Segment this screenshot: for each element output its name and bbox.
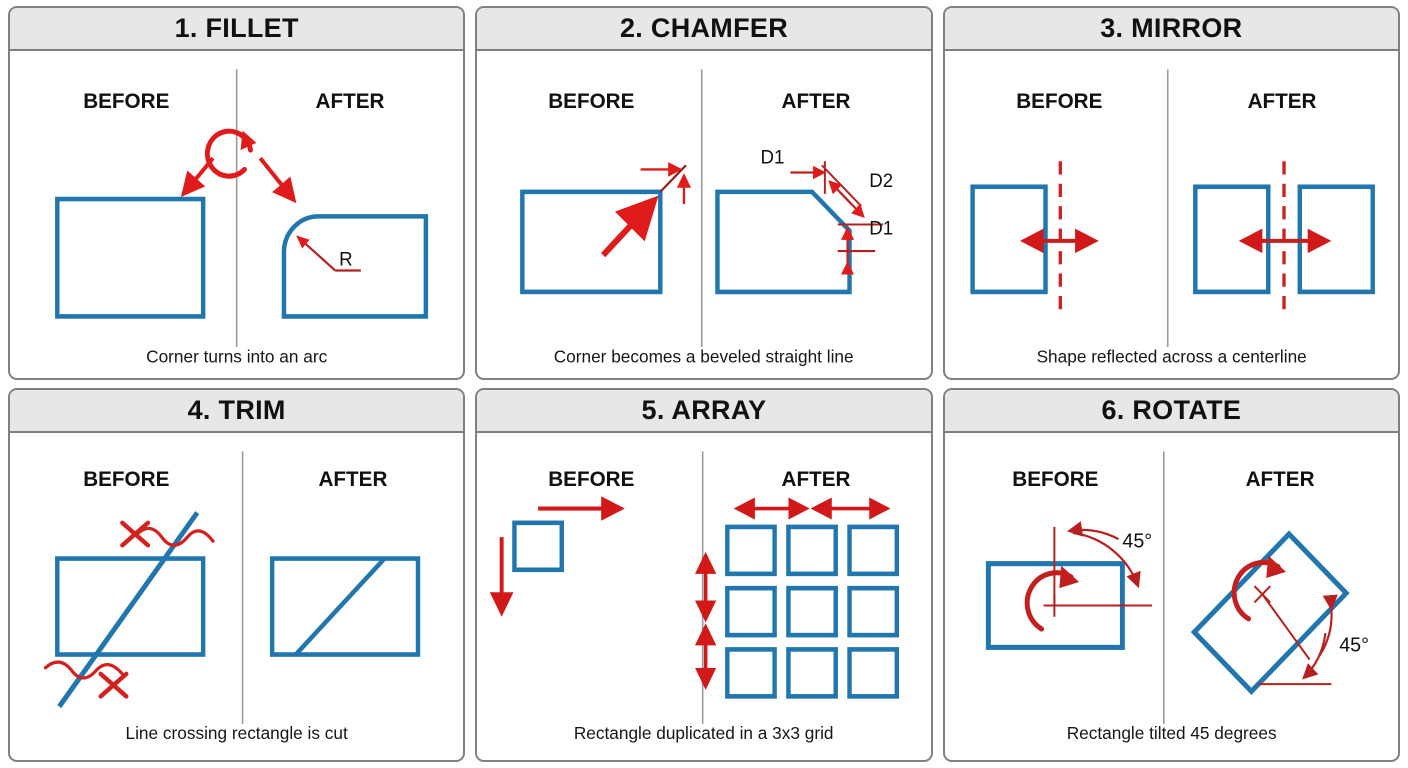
rotate-after-angle-label: 45° [1339,634,1369,656]
fillet-after-rect [281,214,429,320]
label-before: BEFORE [83,468,169,491]
label-before: BEFORE [1016,90,1102,113]
panel-caption-mirror: Shape reflected across a centerline [1036,346,1306,366]
rotate-after-center-mark [1253,585,1271,604]
panel-fillet: 1. FILLET BEFORE AFTER [8,6,466,380]
chamfer-d1-right-label: D1 [870,219,894,240]
panel-body-trim: BEFORE AFTER [10,433,463,760]
chamfer-before-rect [520,189,663,295]
array-cell [725,647,778,700]
fillet-radius-leader [296,235,361,272]
array-before-rect [512,520,565,573]
chamfer-d2-dim [821,164,866,219]
array-cell [786,647,839,700]
panel-array: 5. ARRAY BEFORE AFTER [475,388,933,762]
panel-rotate: 6. ROTATE BEFORE AFTER [942,388,1400,762]
panel-trim: 4. TRIM BEFORE AFTER [8,388,466,762]
label-after: AFTER [782,468,851,491]
label-after: AFTER [782,90,851,113]
panel-title-trim: 4. TRIM [10,390,464,434]
trim-before-rect [55,556,206,658]
label-after: AFTER [316,90,385,113]
array-cell [847,647,900,700]
panel-chamfer: 2. CHAMFER BEFORE AFTER [475,6,933,380]
array-after-grid [725,524,900,700]
panel-body-mirror: BEFORE AFTER Shape reflected across a ce… [945,51,1398,378]
fillet-arrow-left [180,157,215,198]
panel-caption-rotate: Rectangle tilted 45 degrees [1066,723,1276,743]
panel-body-rotate: BEFORE AFTER [945,433,1398,760]
label-after: AFTER [1247,90,1316,113]
panel-title-fillet: 1. FILLET [10,8,464,52]
array-cell [786,524,839,577]
rotate-after-ref-line [1261,594,1311,661]
trim-waste-marker-top [120,520,215,548]
chamfer-d1-top-label: D1 [761,147,785,168]
panel-caption-fillet: Corner turns into an arc [146,346,327,366]
rotate-after-rect [1190,530,1350,696]
panel-title-mirror: 3. MIRROR [944,8,1398,52]
label-before: BEFORE [549,468,635,491]
panel-body-array: BEFORE AFTER [477,433,930,760]
fillet-before-rect [55,197,206,320]
array-cell [847,586,900,638]
fillet-arrow-right [258,157,297,204]
rotate-after-curl-icon [1231,555,1286,622]
panel-caption-array: Rectangle duplicated in a 3x3 grid [574,723,834,743]
rotate-after-angle-arc [1301,594,1338,680]
panel-title-chamfer: 2. CHAMFER [477,8,931,52]
array-cell [725,586,778,638]
rotate-before-angle-label: 45° [1122,530,1152,552]
array-cell [725,524,778,577]
panel-caption-chamfer: Corner becomes a beveled straight line [554,346,854,366]
chamfer-after-shape [715,189,853,295]
chamfer-d2-label: D2 [870,171,894,192]
array-cell [847,524,900,577]
label-before: BEFORE [1012,468,1098,491]
rotate-before-curl-icon [1024,566,1079,632]
label-after: AFTER [318,468,387,491]
chamfer-d1-top-dim [790,161,827,195]
fillet-radius-label: R [339,249,353,270]
label-before: BEFORE [549,90,635,113]
fillet-apply-icon [204,129,257,179]
trim-after-rect [269,556,421,658]
label-before: BEFORE [83,90,169,113]
rotate-before-angle-arc [1066,521,1141,589]
panel-mirror: 3. MIRROR BEFORE AFTER [942,6,1400,380]
chamfer-d1-right-dim [838,223,884,275]
panel-caption-trim: Line crossing rectangle is cut [126,723,348,743]
rotate-after-rect-group [1190,530,1350,696]
trim-waste-marker-bottom [43,660,129,699]
array-cell [786,586,839,638]
trim-after-clipped-line [294,557,387,657]
label-after: AFTER [1245,468,1314,491]
panel-body-chamfer: BEFORE AFTER D1 [477,51,930,378]
panel-body-fillet: BEFORE AFTER R [10,51,463,378]
panel-title-array: 5. ARRAY [477,390,931,434]
chamfer-pointer-arrow [601,195,659,258]
panel-title-rotate: 6. ROTATE [944,390,1398,434]
